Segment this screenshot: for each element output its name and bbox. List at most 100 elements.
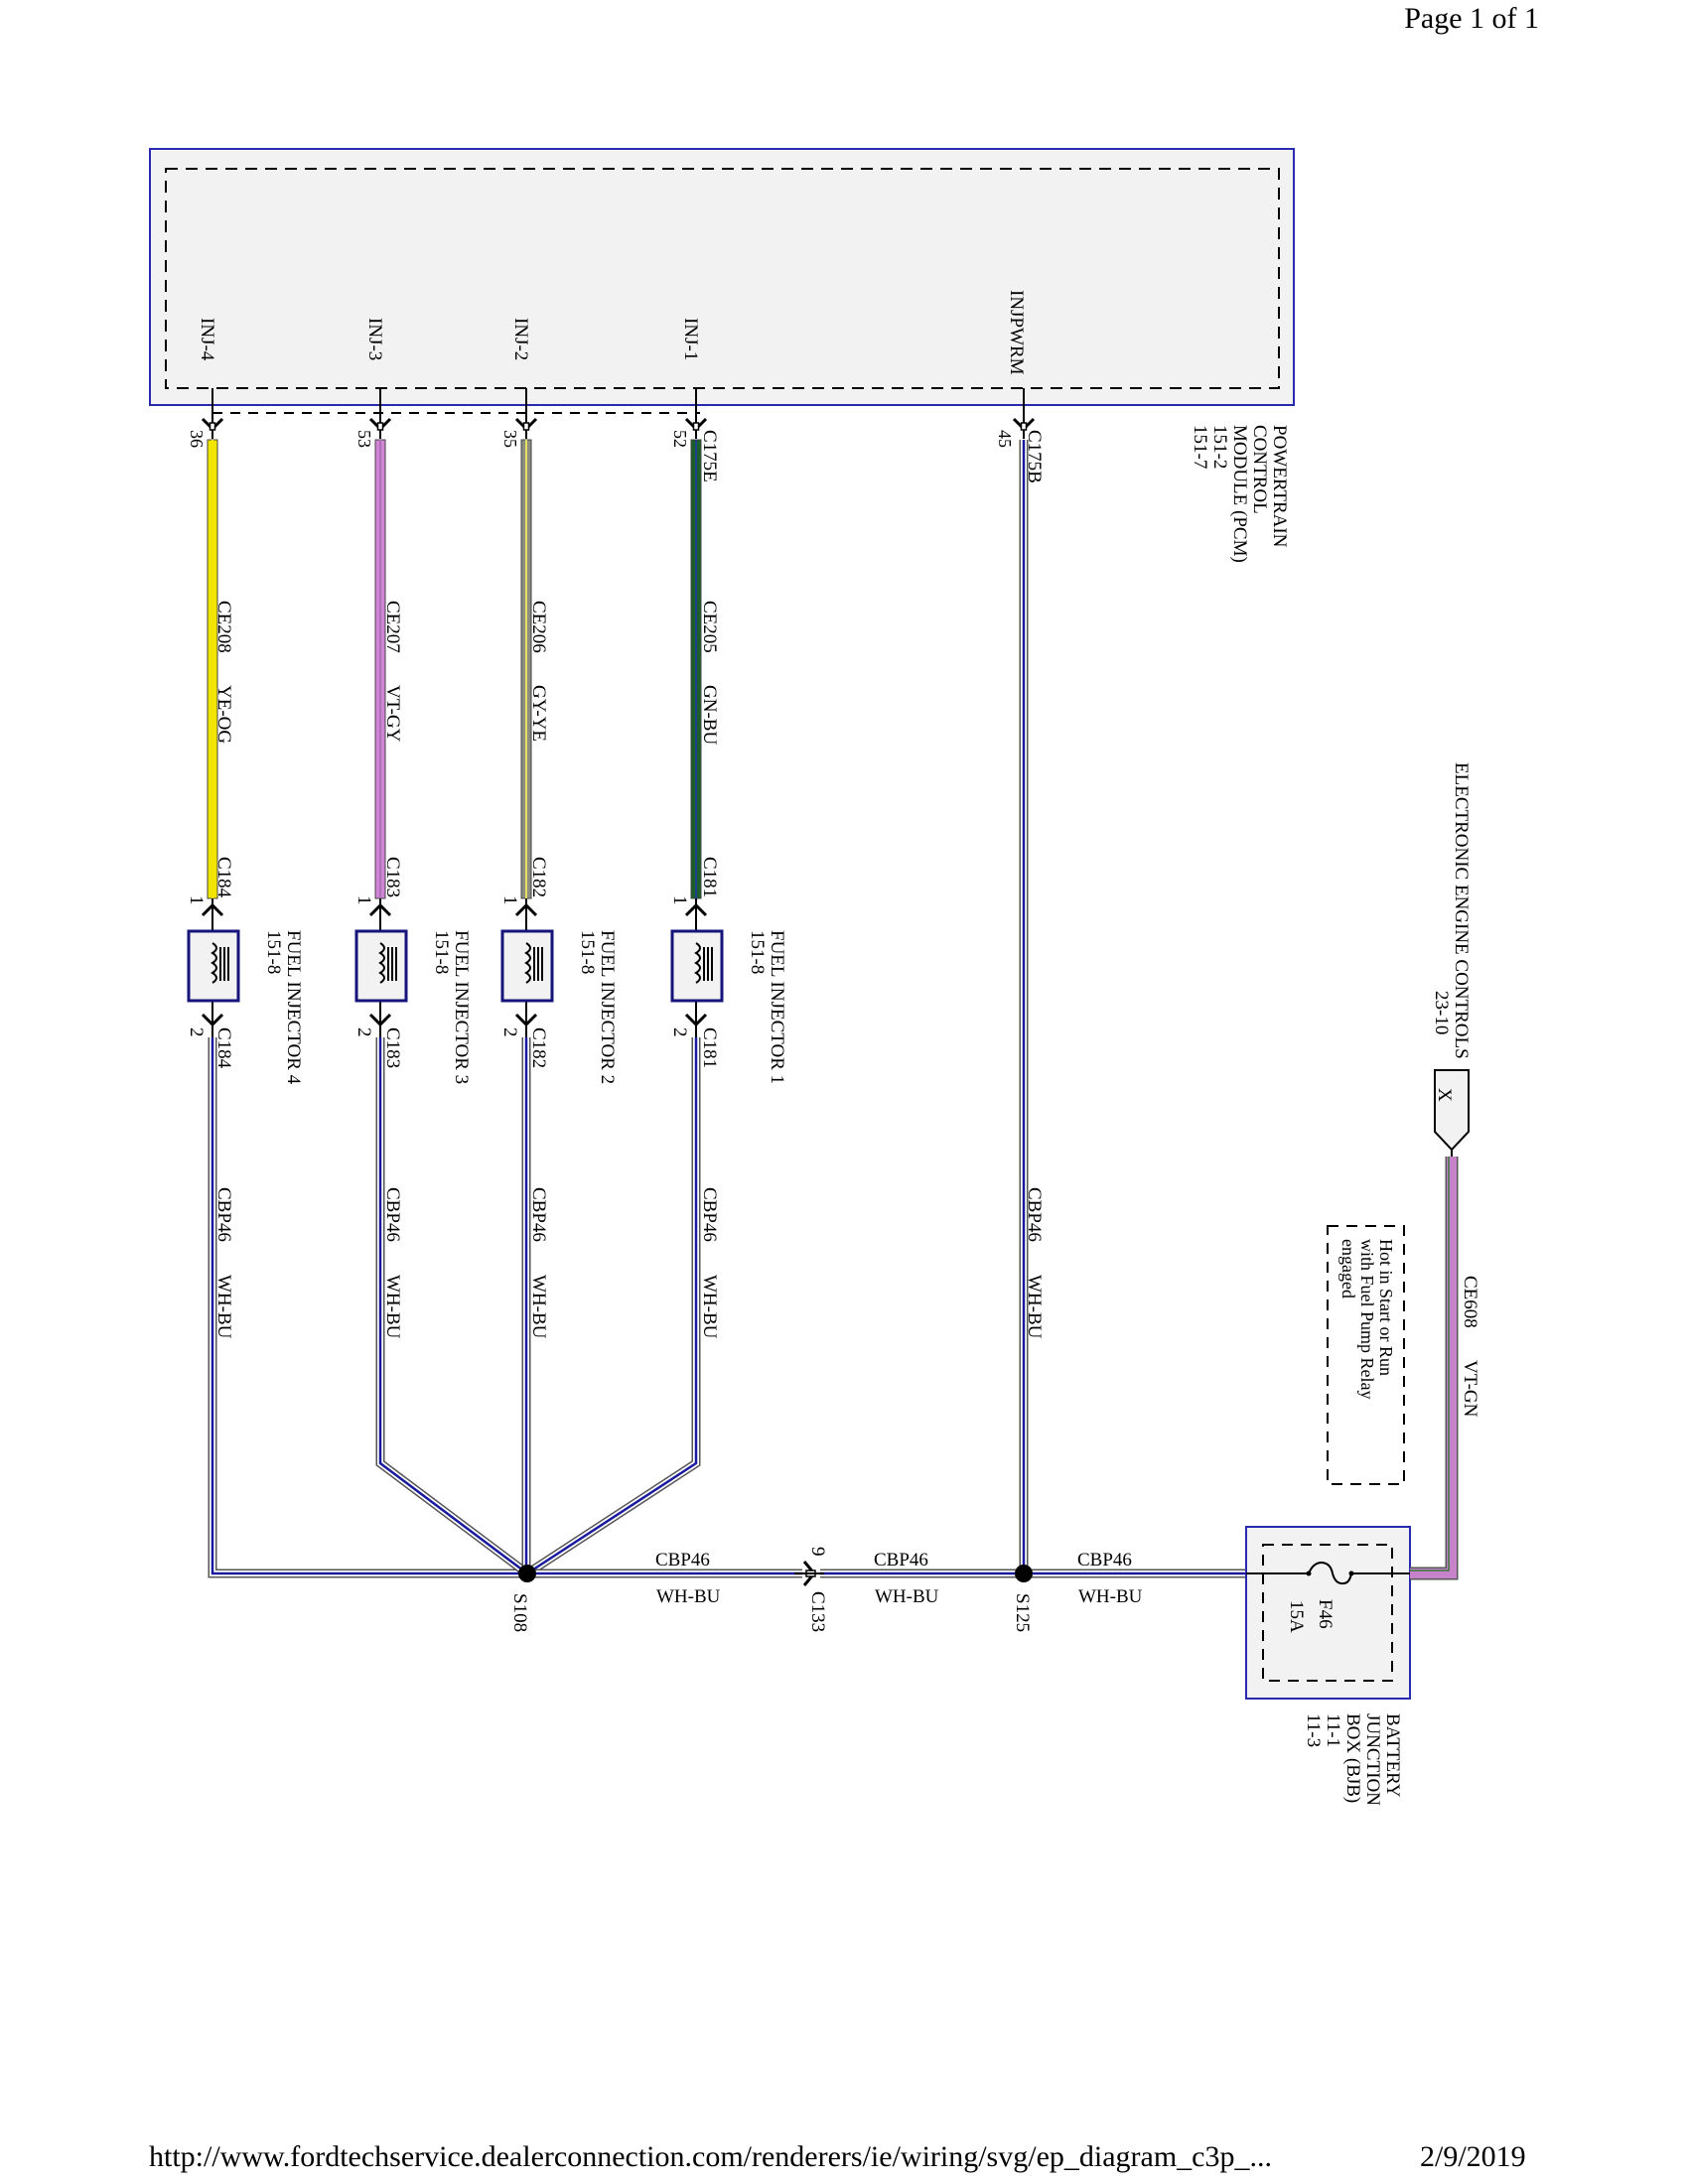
- pin-label-inj3: INJ-3: [364, 318, 385, 360]
- injector-ref: 151-8: [263, 930, 284, 974]
- pcm-dashed-boundary: [165, 168, 1280, 389]
- c133-pin-label: 9: [807, 1547, 828, 1557]
- feed-circuit-label: CE608: [1460, 1276, 1480, 1328]
- c133-connector-label: C133: [807, 1591, 828, 1632]
- injector-connector-top: C181: [699, 857, 720, 897]
- power-wire: [524, 1037, 701, 1577]
- pcm-module: [149, 148, 1295, 414]
- injector-ref: 151-8: [431, 930, 452, 974]
- feed-wire-fill: [1410, 1157, 1457, 1578]
- wire-label-circuit: CBP46: [874, 1550, 928, 1570]
- note-line-2: with Fuel Pump Relay: [1357, 1239, 1377, 1400]
- bjb-title-line-4: 11-1: [1323, 1713, 1343, 1747]
- pcm-title-line-5: 151-7: [1190, 425, 1210, 469]
- injector-pin-out: 2: [499, 1027, 520, 1037]
- pin-label-injpwrm: INJPWRM: [1006, 290, 1027, 375]
- eec-source-title: ELECTRONIC ENGINE CONTROLS: [1451, 762, 1472, 1059]
- pcm-outline: [149, 148, 1295, 406]
- injector-title: FUEL INJECTOR 2: [597, 930, 618, 1084]
- eec-source-symbol: X: [1434, 1088, 1455, 1102]
- bjb-title-line-2: JUNCTION: [1362, 1713, 1383, 1806]
- feed-wire-outline: [1410, 1157, 1459, 1580]
- eec-source-ref: 23-10: [1431, 991, 1452, 1034]
- wire-label-circuit: CBP46: [699, 1187, 720, 1242]
- power-wires: [208, 440, 1246, 1586]
- connector-arrow-icon: [514, 1013, 538, 1027]
- fuse-terminal: [1348, 1570, 1354, 1576]
- injector-connector-bottom: C182: [528, 1027, 549, 1068]
- wire-label-color: WH-BU: [528, 1275, 549, 1339]
- splice-s125-label: S125: [1012, 1593, 1033, 1632]
- solenoid-coil-icon: [211, 942, 217, 984]
- injector-pin-out: 2: [186, 1027, 207, 1037]
- bjb-dashed-boundary: [1262, 1544, 1393, 1682]
- fuel-injector: [500, 898, 554, 1037]
- solenoid-coil-icon: [694, 942, 701, 984]
- injector-title: FUEL INJECTOR 3: [451, 930, 472, 1084]
- pin-label-inj2: INJ-2: [510, 318, 531, 360]
- solenoid-coil-icon: [378, 942, 385, 984]
- injector-ref: 151-8: [747, 930, 768, 974]
- injector-connector-bottom: C181: [699, 1027, 720, 1068]
- wire-label-color: WH-BU: [699, 1275, 720, 1339]
- wire-label-circuit: CBP46: [213, 1187, 234, 1242]
- connector-arrow-icon: [684, 1013, 708, 1027]
- fuel-injector: [354, 898, 408, 1037]
- wire-label-circuit: CE206: [528, 601, 549, 653]
- feed-wire: CE608 VT-GN: [1410, 1150, 1480, 1580]
- connector-arrow-icon: [201, 417, 224, 432]
- splice-s108-dot: [518, 1565, 536, 1582]
- battery-junction-box: F46 15A: [1245, 1526, 1411, 1700]
- operating-note: Hot in Start or Run with Fuel Pump Relay…: [1327, 1225, 1405, 1485]
- connector-arrow-icon: [514, 417, 538, 432]
- pin-number: 52: [670, 430, 690, 448]
- injector-connector-bottom: C183: [382, 1027, 403, 1068]
- wire-label-circuit: CE205: [699, 601, 720, 653]
- wire-label-color: WH-BU: [213, 1275, 234, 1339]
- connector-arrow-icon: [368, 417, 392, 432]
- power-wire: [375, 1037, 530, 1577]
- offpage-connector-icon: [1434, 1069, 1470, 1152]
- solenoid-coil-icon: [524, 942, 531, 984]
- wire-label-color: WH-BU: [1078, 1586, 1143, 1607]
- wire-label-color: GY-YE: [528, 685, 549, 742]
- connector-id: C175B: [1024, 430, 1045, 483]
- wire-label-circuit: CBP46: [655, 1550, 710, 1570]
- bjb-outline: [1245, 1526, 1411, 1700]
- feed-color-label: VT-GN: [1460, 1360, 1480, 1418]
- injector-pin-in: 1: [499, 895, 520, 905]
- fuse-terminal: [1306, 1570, 1312, 1576]
- injector-pin-out: 2: [353, 1027, 374, 1037]
- connector-arrow-icon: [201, 1013, 224, 1027]
- connector-id: C175E: [699, 430, 720, 482]
- injector-body: [670, 929, 724, 1003]
- pcm-title: POWERTRAIN CONTROL MODULE (PCM) 151-2 15…: [1190, 425, 1290, 563]
- connector-arrow-icon: [684, 902, 708, 917]
- wire-label-circuit: CBP46: [528, 1187, 549, 1242]
- injector-pin-out: 2: [669, 1027, 690, 1037]
- wire-label-color: WH-BU: [875, 1586, 939, 1607]
- connector-arrow-icon: [368, 902, 392, 917]
- injector-title: FUEL INJECTOR 1: [767, 930, 787, 1084]
- splice-s108-label: S108: [509, 1593, 530, 1632]
- pin-number: 35: [500, 430, 520, 448]
- pcm-title-line-4: 151-2: [1209, 425, 1230, 469]
- bjb-title: BATTERY JUNCTION BOX (BJB) 11-1 11-3: [1303, 1713, 1403, 1806]
- injector-body: [500, 929, 554, 1003]
- injector-connector-bottom: C184: [213, 1027, 234, 1069]
- injector-connector-top: C184: [213, 857, 234, 898]
- footer-date: 2/9/2019: [1420, 2140, 1526, 2173]
- connector-arrow-icon: [514, 902, 538, 917]
- feed-wire-stripe: [1410, 1157, 1450, 1571]
- fuel-injector: [670, 898, 724, 1037]
- c133-connector-icon: [794, 1561, 824, 1586]
- wire-label-color: GN-BU: [699, 685, 720, 745]
- pcm-pin-labels: INJ-4 INJ-3 INJ-2 INJ-1 INJPWRM: [197, 290, 1027, 375]
- connector-arrow-icon: [1012, 417, 1036, 432]
- pin-number: 53: [354, 430, 374, 448]
- wire-label-circuit: CE208: [213, 601, 234, 653]
- pin-number: 36: [187, 430, 207, 448]
- injectors: [187, 898, 724, 1037]
- injector-body: [187, 929, 240, 1003]
